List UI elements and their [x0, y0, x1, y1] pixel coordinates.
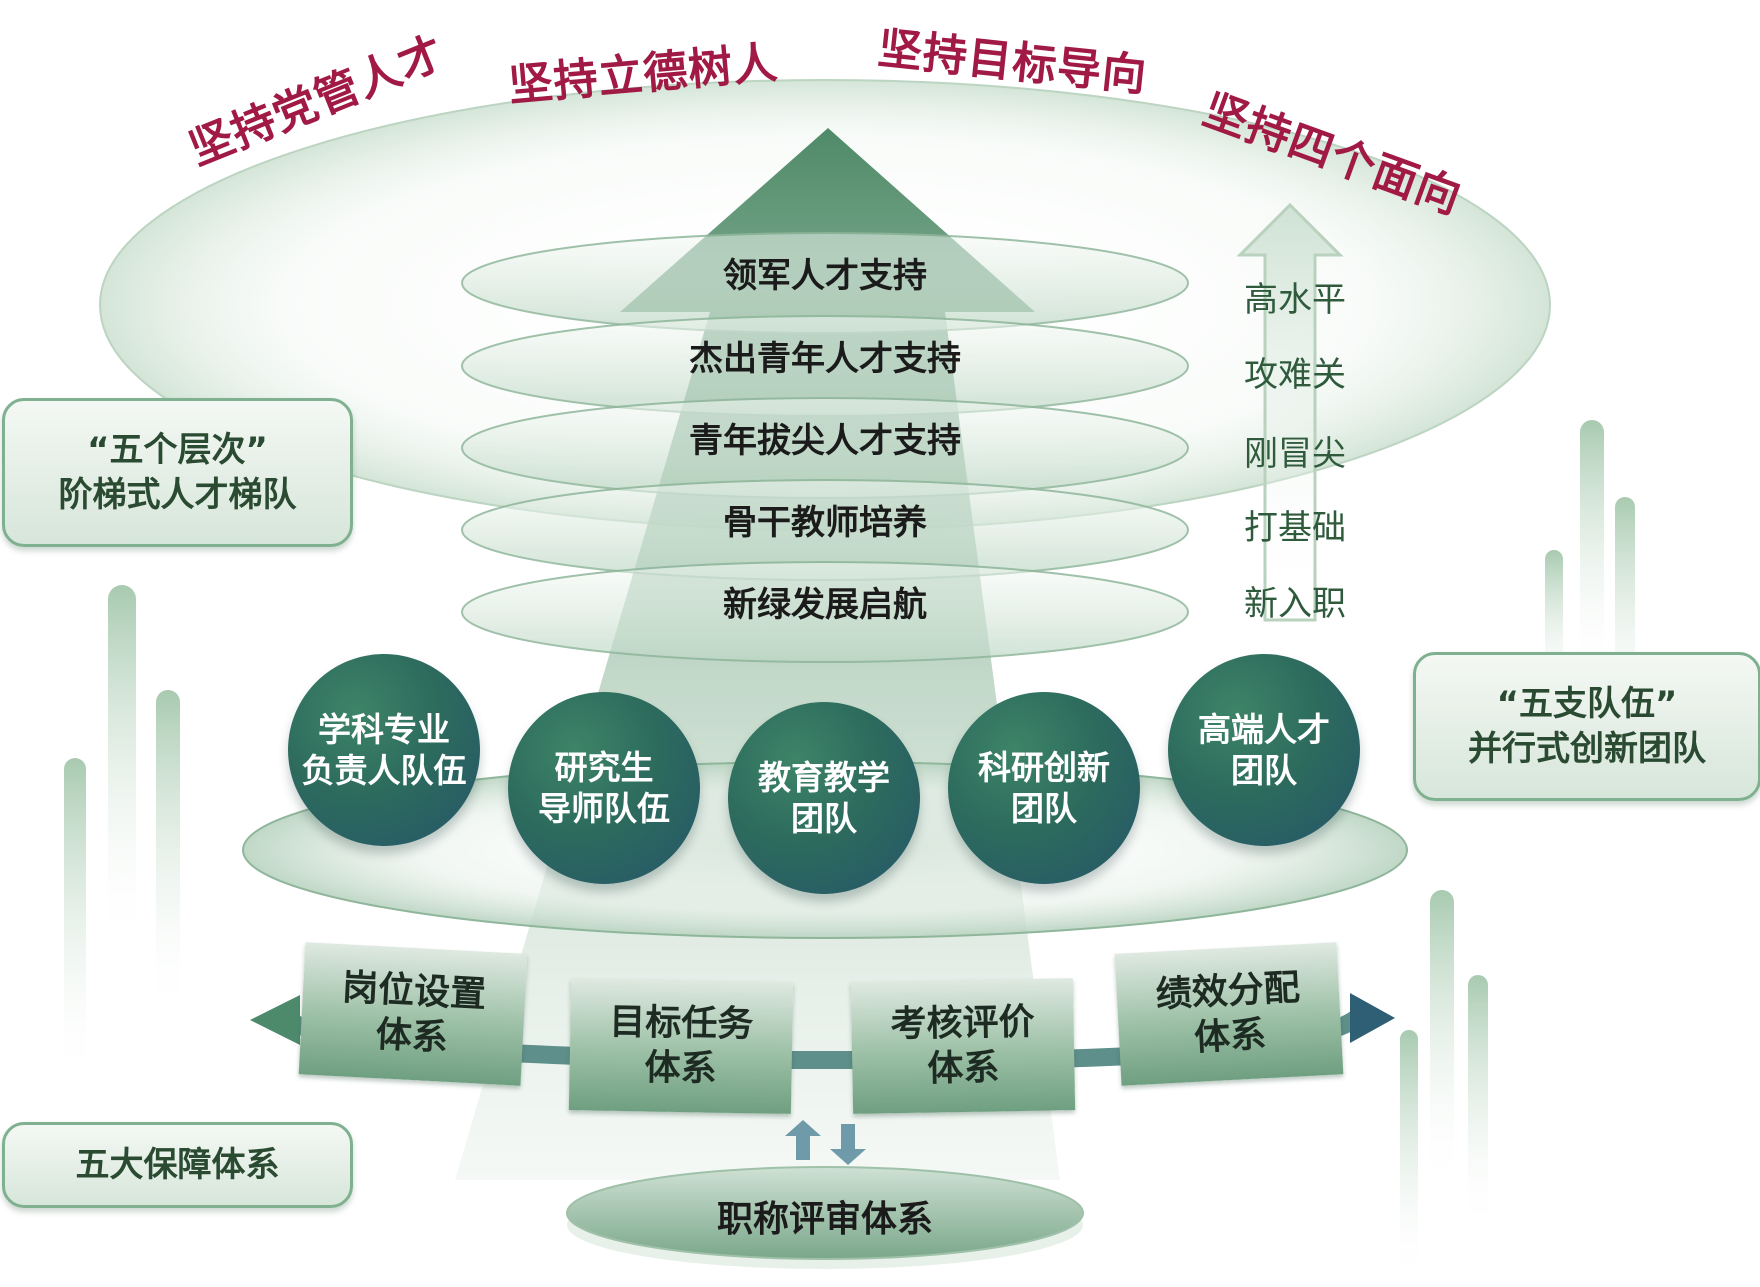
system-card: 目标任务 体系 [568, 978, 794, 1114]
team-line: 高端人才 [1198, 709, 1330, 749]
five-teams-box: “五支队伍” 并行式创新团队 [1413, 652, 1760, 801]
level-ring [461, 561, 1189, 663]
decor-bar [156, 690, 180, 1020]
level-label: 杰出青年人才支持 [689, 339, 961, 379]
level-label: 新绿发展启航 [723, 585, 927, 625]
team-circle: 教育教学 团队 [728, 702, 920, 894]
team-circle: 学科专业 负责人队伍 [288, 654, 480, 846]
down-arrow-icon [830, 1124, 866, 1165]
rising-arrow-outline [1236, 202, 1344, 622]
up-arrow-icon [785, 1120, 821, 1160]
team-line: 科研创新 [978, 747, 1110, 787]
team-line: 负责人队伍 [301, 751, 467, 790]
level-side-label: 刚冒尖 [1244, 434, 1346, 474]
five-teams-title: “五支队伍” [1496, 684, 1678, 725]
decor-bar [1468, 975, 1488, 1235]
team-line: 团队 [1011, 789, 1077, 828]
team-line: 导师队伍 [538, 789, 670, 828]
system-line: 体系 [644, 1047, 717, 1090]
decor-bar [64, 758, 86, 1088]
level-label: 骨干教师培养 [723, 503, 927, 543]
system-card: 绩效分配 体系 [1114, 942, 1344, 1086]
title-system-oval [566, 1166, 1084, 1260]
five-levels-box: “五个层次” 阶梯式人才梯队 [2, 398, 353, 547]
level-label: 青年拔尖人才支持 [689, 421, 961, 461]
level-side-label: 打基础 [1244, 508, 1346, 548]
system-line: 考核评价 [890, 1001, 1035, 1046]
system-line: 体系 [927, 1047, 1000, 1090]
system-card: 岗位设置 体系 [298, 942, 528, 1086]
decor-bar [1580, 420, 1604, 680]
team-circle: 高端人才 团队 [1168, 654, 1360, 846]
team-line: 学科专业 [318, 709, 450, 749]
five-guarantees-label: 五大保障体系 [75, 1144, 280, 1185]
decor-bar [1430, 890, 1454, 1190]
level-label: 领军人才支持 [723, 256, 927, 296]
level-side-label: 高水平 [1244, 280, 1346, 320]
decor-bar [1400, 1030, 1418, 1285]
system-card: 考核评价 体系 [850, 978, 1076, 1114]
level-side-label: 攻难关 [1244, 355, 1346, 395]
left-arrowhead [250, 995, 300, 1045]
team-circle: 科研创新 团队 [948, 692, 1140, 884]
title-system-label: 职称评审体系 [716, 1199, 933, 1240]
team-line: 研究生 [554, 747, 654, 787]
five-guarantees-box: 五大保障体系 [2, 1122, 353, 1208]
system-line: 目标任务 [609, 1001, 754, 1046]
five-teams-subtitle: 并行式创新团队 [1468, 728, 1706, 769]
team-line: 团队 [791, 799, 857, 838]
right-arrowhead [1350, 993, 1395, 1043]
level-side-label: 新入职 [1244, 584, 1346, 624]
five-levels-title: “五个层次” [87, 430, 268, 471]
five-levels-subtitle: 阶梯式人才梯队 [58, 474, 297, 515]
decor-bar [108, 585, 136, 955]
team-line: 教育教学 [758, 757, 890, 797]
team-line: 团队 [1231, 751, 1297, 790]
team-circle: 研究生 导师队伍 [508, 692, 700, 884]
